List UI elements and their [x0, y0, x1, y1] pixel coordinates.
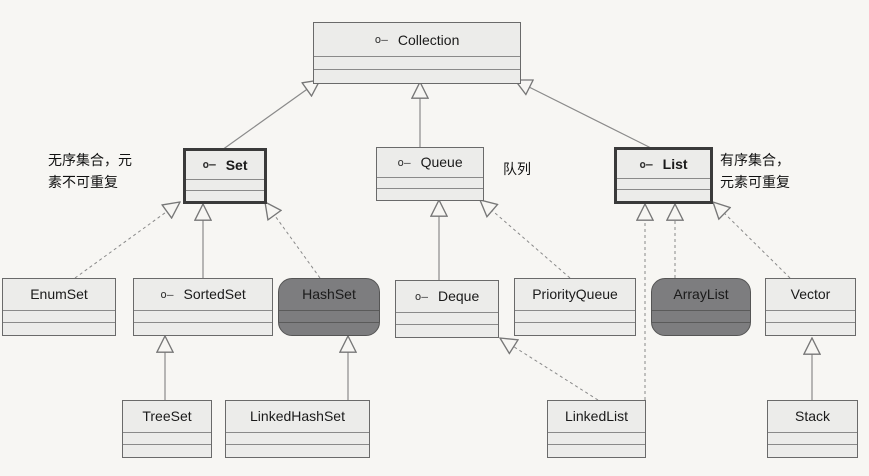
- node-stack: Stack: [767, 400, 858, 458]
- node-queue: o– Queue: [376, 147, 484, 201]
- interface-icon: o–: [639, 157, 653, 171]
- node-vector-label: Vector: [790, 286, 831, 303]
- list-annotation-line2: 元素可重复: [720, 175, 790, 191]
- node-sortedset: o– SortedSet: [133, 278, 273, 336]
- node-priorityqueue-label: PriorityQueue: [532, 286, 618, 303]
- edge-enumset-set: [74, 202, 180, 279]
- edge-hashset-set: [265, 202, 321, 279]
- list-annotation: 有序集合， 元素可重复: [720, 150, 790, 194]
- node-linkedlist-label: LinkedList: [564, 408, 629, 425]
- interface-icon: o–: [397, 155, 411, 169]
- node-treeset-label: TreeSet: [142, 408, 192, 425]
- node-priorityqueue: PriorityQueue: [514, 278, 636, 336]
- node-queue-label: Queue: [420, 154, 463, 171]
- node-collection: o– Collection: [313, 22, 521, 84]
- node-treeset: TreeSet: [122, 400, 212, 458]
- node-hashset: HashSet: [278, 278, 380, 336]
- node-linkedhashset: LinkedHashSet: [225, 400, 370, 458]
- edge-list-collection: [515, 80, 656, 151]
- edge-set-collection: [221, 80, 320, 151]
- list-annotation-line1: 有序集合，: [720, 153, 790, 169]
- node-list: o– List: [614, 147, 713, 204]
- node-vector: Vector: [765, 278, 856, 336]
- node-linkedhashset-label: LinkedHashSet: [250, 408, 345, 425]
- node-arraylist-label: ArrayList: [673, 286, 729, 303]
- node-hashset-label: HashSet: [302, 286, 356, 303]
- edge-vector-list: [713, 202, 791, 279]
- edge-linkedlist-deque: [500, 338, 599, 401]
- node-sortedset-label: SortedSet: [183, 286, 246, 303]
- interface-icon: o–: [160, 287, 174, 301]
- set-annotation-line1: 无序集合，元: [48, 153, 132, 169]
- interface-icon: o–: [202, 158, 216, 172]
- node-set: o– Set: [183, 148, 267, 204]
- node-deque-label: Deque: [437, 288, 480, 305]
- set-annotation-line2: 素不可重复: [48, 175, 118, 191]
- edge-priorityqueue-queue: [480, 200, 571, 279]
- node-enumset: EnumSet: [2, 278, 116, 336]
- node-collection-label: Collection: [397, 31, 460, 48]
- queue-annotation: 队列: [503, 162, 531, 178]
- node-enumset-label: EnumSet: [30, 286, 88, 303]
- interface-icon: o–: [374, 33, 388, 46]
- node-arraylist: ArrayList: [651, 278, 751, 336]
- set-annotation: 无序集合，元 素不可重复: [48, 150, 132, 194]
- node-list-label: List: [662, 156, 688, 173]
- node-set-label: Set: [225, 156, 248, 173]
- node-stack-label: Stack: [794, 408, 830, 425]
- node-deque: o– Deque: [395, 280, 499, 338]
- node-linkedlist: LinkedList: [547, 400, 646, 458]
- interface-icon: o–: [414, 289, 428, 303]
